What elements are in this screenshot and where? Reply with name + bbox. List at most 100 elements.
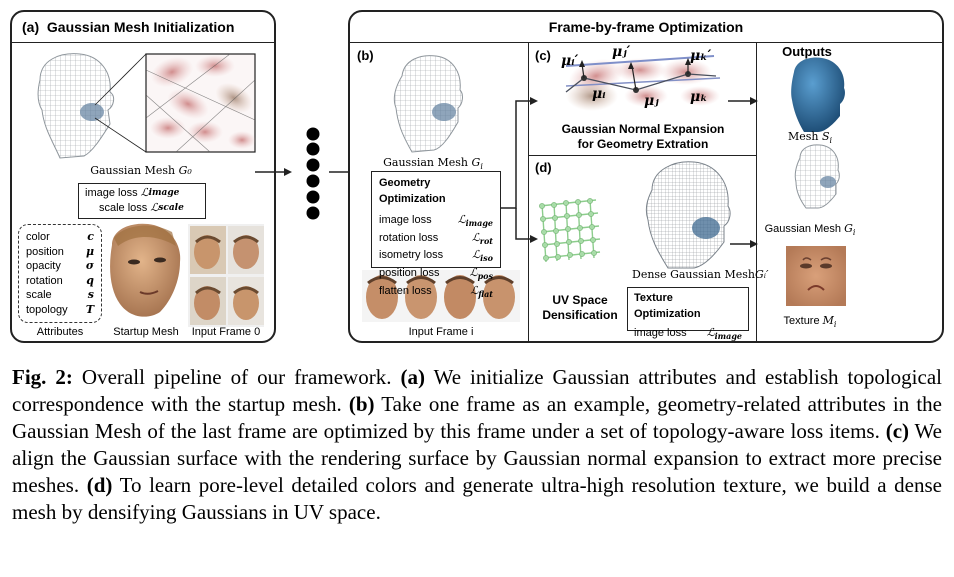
caption-text-1: We initialize Gaussian attributes and es… [12,365,942,416]
output-mesh-sub: i [829,136,833,146]
caption-d: (d) [86,473,113,497]
attribute-name: scale [26,289,52,301]
panel-c-title-line1: Gaussian Normal Expansion [561,122,725,136]
blue-mesh-head-icon [791,57,845,132]
panel-a-gaussian-mesh-caption: Gaussian Mesh G₀ [86,164,196,177]
attribute-sym: σ [85,259,94,272]
geo-loss-name: isometry loss [379,249,444,262]
frame-by-frame-title: Frame-by-frame Optimization [548,19,744,35]
geo-loss-sub: image [465,218,493,229]
attribute-sym: q [86,273,94,287]
output-texture-sub: i [833,320,837,330]
dense-mesh-text: Dense Gaussian Mesh [632,268,755,281]
caption-text-2: Take one frame as an example, geometry-r… [12,392,942,443]
caption-fig-label: Fig. 2: [12,365,73,389]
attribute-row: rotation q [26,274,94,289]
loss-name: scale loss [99,201,148,214]
frame-by-frame-rule [349,42,943,43]
input-frame-0-photos [188,224,264,327]
output-gaussian-mesh-text: Gaussian Mesh [764,223,841,235]
tex-loss-sub: image [714,331,742,342]
output-gaussian-mesh-sub: i [852,228,856,238]
figure-caption: Fig. 2: Overall pipeline of our framewor… [12,364,942,526]
geo-loss-name: flatten loss [379,284,432,297]
geometry-optimization-title: Geometry Optimization [379,177,446,205]
output-texture-caption: Texture Mi [760,314,860,329]
caption-c: (c) [885,419,910,443]
caption-text-4: To learn pore-level detailed colors and … [12,473,942,524]
panel-b-gaussian-mesh-sym: G [471,156,481,169]
panel-b-gaussian-mesh-text: Gaussian Mesh [383,156,469,169]
caption-text-3: We align the Gaussian surface with the r… [12,419,942,497]
dense-mesh-sym: Gᵢ′ [754,268,769,281]
attribute-name: rotation [26,274,63,287]
loss-sym: ℒ [140,186,149,199]
startup-mesh-caption: Startup Mesh [113,326,179,338]
geo-loss-sub: iso [480,253,493,264]
texture-map-icon [786,246,846,306]
output-texture-sym: M [822,314,834,327]
mu-k-label: μₖ [690,89,708,105]
panel-b-gaussian-mesh-caption: Gaussian Mesh Gi [378,156,488,171]
caption-text-0: Overall pipeline of our framework. [72,365,401,389]
geo-loss-name: rotation loss [379,231,439,244]
input-frame-0-caption: Input Frame 0 [191,326,261,338]
mu-i-prime-label: μᵢ′ [561,53,579,69]
output-mesh-sym: S [821,130,830,143]
panel-a-label: (a) [22,19,40,35]
input-frame-i-caption: Input Frame i [408,326,474,338]
loss-sym: ℒ [150,200,159,214]
panel-b-label: (b) [357,48,374,63]
tex-loss-name: image loss [634,327,687,339]
mu-i-label: μᵢ [592,86,606,102]
loss-sub: image [148,188,180,198]
mu-k-prime-label: μₖ′ [690,48,712,64]
dense-mesh-head-icon [645,161,731,269]
panel-c-label: (c) [535,48,551,63]
panel-a-title: (a) Gaussian Mesh Initialization [22,19,234,35]
output-gaussian-mesh-sym: G [844,222,853,235]
output-gaussian-mesh-caption: Gaussian Mesh Gi [760,222,860,237]
attribute-name: color [26,231,50,243]
output-texture-text: Texture [783,315,820,327]
geo-loss-sub: pos [477,271,493,282]
output-mesh-caption: Mesh Si [760,130,860,145]
uv-title-line2: Densification [542,308,618,322]
texture-optimization-title: Texture Optimization [634,292,701,320]
attribute-sym: s [87,288,94,301]
wireframe-head-icon [393,55,463,153]
loss-sub: scale [158,202,184,213]
panel-a-gaussian-mesh-sym: G₀ [178,164,192,177]
uv-title-line1: UV Space [552,293,608,307]
divider-c-d [528,155,756,156]
wireframe-head-icon [37,53,115,159]
gaussian-normal-expansion-diagram [565,55,721,111]
attributes-caption: Attributes [36,326,84,338]
panel-a-title-text: Gaussian Mesh Initialization [46,19,235,35]
attribute-row: scale s [26,288,94,303]
output-mesh-text: Mesh [787,130,819,143]
outputs-title: Outputs [782,44,832,59]
geo-loss-sub: flat [478,288,493,299]
gaussian-blobs-icon [145,53,256,153]
input-frame-i-photos [362,270,520,322]
divider-c-out [756,42,757,342]
mu-j-prime-label: μⱼ′ [612,44,631,60]
attribute-name: topology [26,303,68,316]
